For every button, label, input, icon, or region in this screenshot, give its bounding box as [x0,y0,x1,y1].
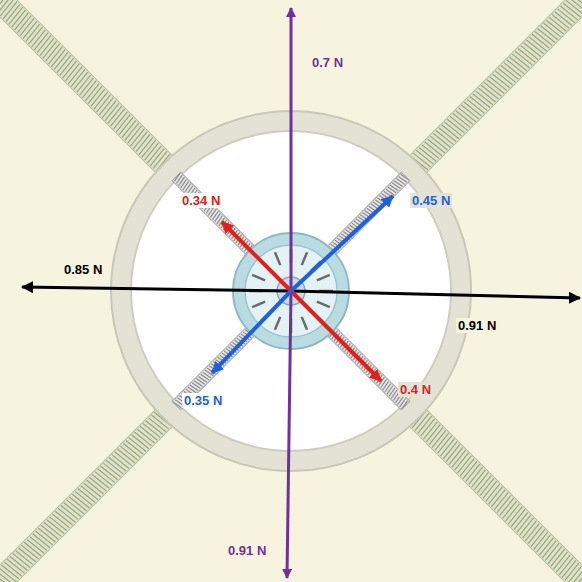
force-arrow [291,291,580,298]
force-value: 0.4 N [398,382,433,397]
force-value: 0.35 N [182,393,224,408]
force-arrow [290,8,293,291]
spring [403,403,582,582]
force-arrow [287,291,291,578]
spring [403,0,582,179]
force-arrows [22,8,580,578]
force-arrow [22,287,291,291]
force-arrow [212,291,291,373]
force-value: 0.45 N [410,193,452,208]
force-value: 0.91 N [226,543,268,558]
spring [0,0,179,179]
force-value: 0.85 N [62,262,104,277]
spring [0,403,179,582]
force-arrow [222,222,291,291]
force-value: 0.7 N [310,55,345,70]
force-value: 0.34 N [180,193,222,208]
force-value: 0.91 N [456,318,498,333]
force-arrow [291,291,381,381]
force-arrow [291,196,393,291]
spring [326,172,409,255]
